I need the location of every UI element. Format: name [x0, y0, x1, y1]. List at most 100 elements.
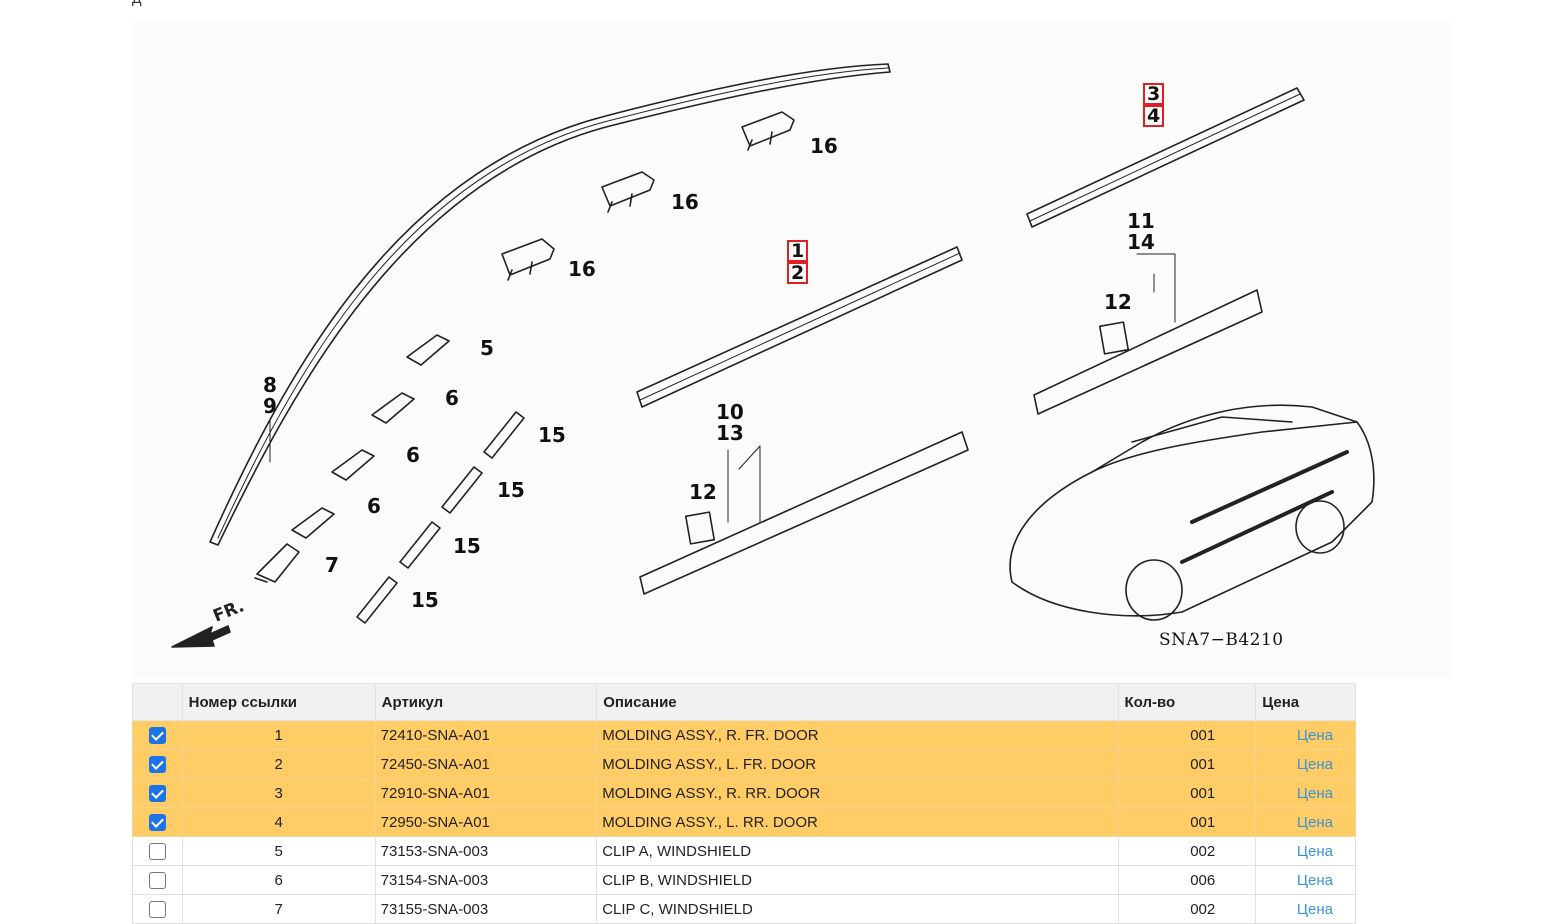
row-checkbox[interactable]	[148, 784, 166, 802]
parts-table: Номер ссылки Артикул Описание Кол-во Цен…	[132, 683, 1356, 924]
row-description: MOLDING ASSY., R. RR. DOOR	[596, 778, 1119, 808]
callout-7[interactable]: 7	[325, 553, 339, 577]
row-part-number: 72910-SNA-A01	[374, 778, 598, 808]
front-door-garnish-part	[639, 431, 969, 595]
clip-15-a	[483, 411, 525, 459]
callout-12-b[interactable]: 12	[1104, 290, 1132, 314]
row-quantity: 001	[1117, 778, 1257, 808]
table-header-row: Номер ссылки Артикул Описание Кол-во Цен…	[132, 683, 1356, 721]
row-ref: 5	[181, 836, 376, 866]
header-quantity: Кол-во	[1117, 683, 1257, 721]
row-quantity: 002	[1117, 836, 1257, 866]
row-part-number: 72410-SNA-A01	[374, 720, 598, 750]
clip-15-b	[441, 466, 483, 514]
front-door-molding-part	[636, 246, 963, 408]
row-quantity: 002	[1117, 894, 1257, 924]
callout-14[interactable]: 14	[1127, 230, 1155, 254]
table-row[interactable]: 3 72910-SNA-A01 MOLDING ASSY., R. RR. DO…	[132, 778, 1356, 808]
callout-2[interactable]: 2	[787, 262, 809, 284]
row-price-cell: Цена	[1255, 836, 1356, 866]
header-description: Описание	[596, 683, 1119, 721]
row-ref: 1	[181, 720, 376, 750]
row-checkbox[interactable]	[148, 900, 166, 918]
table-row[interactable]: 1 72410-SNA-A01 MOLDING ASSY., R. FR. DO…	[132, 720, 1356, 750]
row-description: CLIP C, WINDSHIELD	[596, 894, 1119, 924]
row-description: CLIP B, WINDSHIELD	[596, 865, 1119, 895]
callout-16-a[interactable]: 16	[810, 134, 838, 158]
callout-5[interactable]: 5	[480, 336, 494, 360]
row-part-number: 72450-SNA-A01	[374, 749, 598, 779]
callout-3[interactable]: 3	[1143, 83, 1165, 105]
windshield-molding-part	[209, 63, 891, 546]
callout-16-b[interactable]: 16	[671, 190, 699, 214]
price-link[interactable]: Цена	[1296, 900, 1333, 918]
row-ref: 3	[181, 778, 376, 808]
row-part-number: 73154-SNA-003	[374, 865, 598, 895]
clip-16-c	[501, 238, 555, 281]
row-checkbox[interactable]	[148, 871, 166, 889]
callout-11[interactable]: 11	[1127, 209, 1155, 233]
row-select-cell	[132, 865, 183, 895]
row-checkbox[interactable]	[148, 813, 166, 831]
row-quantity: 001	[1117, 720, 1257, 750]
callout-6-c[interactable]: 6	[367, 494, 381, 518]
callout-15-d[interactable]: 15	[411, 588, 439, 612]
callout-9[interactable]: 9	[263, 394, 277, 418]
table-row[interactable]: 4 72950-SNA-A01 MOLDING ASSY., L. RR. DO…	[132, 807, 1356, 837]
row-description: MOLDING ASSY., R. FR. DOOR	[596, 720, 1119, 750]
row-price-cell: Цена	[1255, 778, 1356, 808]
row-quantity: 001	[1117, 807, 1257, 837]
price-link[interactable]: Цена	[1296, 784, 1333, 802]
parts-diagram-drawing: FR.	[171, 63, 1375, 648]
row-description: MOLDING ASSY., L. RR. DOOR	[596, 807, 1119, 837]
row-select-cell	[132, 749, 183, 779]
page-heading-fragment: Д	[132, 0, 141, 6]
callout-15-a[interactable]: 15	[538, 423, 566, 447]
clip-6-b	[331, 449, 375, 481]
table-row[interactable]: 2 72450-SNA-A01 MOLDING ASSY., L. FR. DO…	[132, 749, 1356, 779]
table-row[interactable]: 5 73153-SNA-003 CLIP A, WINDSHIELD 002 Ц…	[132, 836, 1356, 866]
row-price-cell: Цена	[1255, 749, 1356, 779]
diagram-code: SNA7−B4210	[1159, 630, 1284, 650]
row-ref: 2	[181, 749, 376, 779]
clip-6-c	[291, 507, 335, 539]
row-part-number: 73155-SNA-003	[374, 894, 598, 924]
clip-6-a	[371, 392, 415, 424]
row-part-number: 73153-SNA-003	[374, 836, 598, 866]
rear-door-garnish-part	[1033, 289, 1263, 415]
price-link[interactable]: Цена	[1296, 726, 1333, 744]
front-label: FR.	[210, 596, 247, 626]
row-select-cell	[132, 720, 183, 750]
price-link[interactable]: Цена	[1296, 813, 1333, 831]
callout-16-c[interactable]: 16	[568, 257, 596, 281]
callout-8[interactable]: 8	[263, 373, 277, 397]
callout-13[interactable]: 13	[716, 421, 744, 445]
row-checkbox[interactable]	[148, 842, 166, 860]
price-link[interactable]: Цена	[1296, 842, 1333, 860]
table-row[interactable]: 7 73155-SNA-003 CLIP C, WINDSHIELD 002 Ц…	[132, 894, 1356, 924]
row-description: MOLDING ASSY., L. FR. DOOR	[596, 749, 1119, 779]
clip-7	[254, 543, 300, 583]
row-price-cell: Цена	[1255, 807, 1356, 837]
clip-16-a	[741, 111, 795, 151]
callout-15-c[interactable]: 15	[453, 534, 481, 558]
clip-5	[406, 334, 450, 366]
callout-10[interactable]: 10	[716, 400, 744, 424]
price-link[interactable]: Цена	[1296, 871, 1333, 889]
callout-12-a[interactable]: 12	[689, 480, 717, 504]
callout-4[interactable]: 4	[1143, 105, 1165, 127]
row-checkbox[interactable]	[148, 755, 166, 773]
row-select-cell	[132, 807, 183, 837]
callout-15-b[interactable]: 15	[497, 478, 525, 502]
callout-6-a[interactable]: 6	[445, 386, 459, 410]
row-quantity: 001	[1117, 749, 1257, 779]
table-row[interactable]: 6 73154-SNA-003 CLIP B, WINDSHIELD 006 Ц…	[132, 865, 1356, 895]
row-ref: 6	[181, 865, 376, 895]
price-link[interactable]: Цена	[1296, 755, 1333, 773]
row-checkbox[interactable]	[148, 726, 166, 744]
clip-16-b	[601, 171, 655, 213]
callout-1[interactable]: 1	[787, 240, 809, 262]
clip-15-d	[356, 576, 398, 624]
callout-6-b[interactable]: 6	[406, 443, 420, 467]
row-select-cell	[132, 778, 183, 808]
